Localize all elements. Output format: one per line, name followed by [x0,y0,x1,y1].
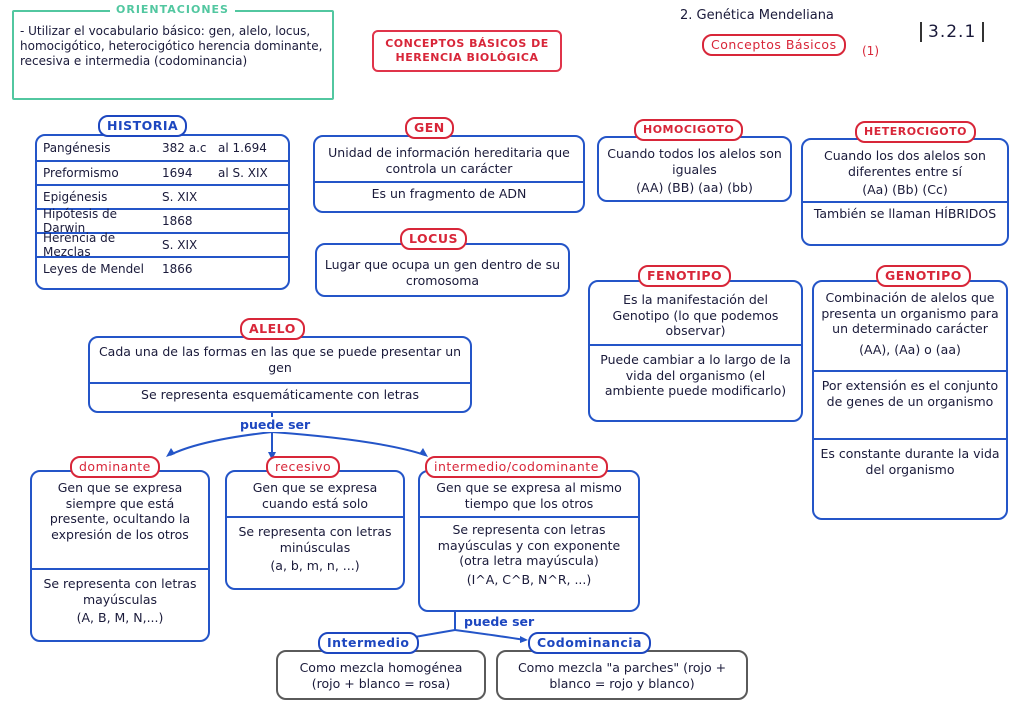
gen-box: Unidad de información hereditaria que co… [313,135,585,213]
historia-title: HISTORIA [98,115,188,137]
orientaciones-text: - Utilizar el vocabulario básico: gen, a… [20,24,323,68]
genotipo-extension: Por extensión es el conjunto de genes de… [814,369,1006,438]
locus-box: Lugar que ocupa un gen dentro de su crom… [315,243,570,297]
homocigoto-box: Cuando todos los alelos son iguales (AA)… [597,136,792,202]
main-title-box: CONCEPTOS BÁSICOS DE HERENCIA BIOLÓGICA [372,30,562,72]
heterocigoto-title: HETEROCIGOTO [855,121,976,143]
dominante-box: Gen que se expresa siempre que está pres… [30,470,210,642]
fenotipo-box: Es la manifestación del Genotipo (lo que… [588,280,803,422]
intermedio-title: Intermedio [318,632,419,654]
intermedio-codominante-examples: (I^A, C^B, N^R, ...) [466,571,592,587]
orientaciones-title: ORIENTACIONES [110,3,235,16]
historia-row-date: 1868 [162,214,193,228]
intermedio-codominante-title: intermedio/codominante [425,456,608,478]
dominante-examples: (A, B, M, N,...) [76,610,164,626]
genotipo-box: Combinación de alelos que presenta un or… [812,280,1008,520]
historia-row-date: S. XIX [162,238,198,252]
intermedio-codominante-definition: Gen que se expresa al mismo tiempo que l… [436,480,622,511]
codominancia-definition: Como mezcla "a parches" (rojo + blanco =… [517,660,727,691]
historia-row-date: S. XIX [162,190,198,204]
historia-row-date: 1866 [162,262,193,276]
alelo-title: ALELO [240,318,305,340]
intermedio-codominante-representation: Se representa con letras mayúsculas y co… [420,516,638,572]
codominancia-title: Codominancia [528,632,651,654]
genotipo-constant: Es constante durante la vida del organis… [814,437,1006,480]
dominante-title: dominante [70,456,160,478]
homocigoto-title: HOMOCIGOTO [634,119,744,141]
heterocigoto-examples: (Aa) (Bb) (Cc) [862,182,948,198]
heterocigoto-hibridos: También se llaman HÍBRIDOS [803,200,1007,225]
topic-label: 2. Genética Mendeliana [680,8,834,23]
dominante-representation: Se representa con letras mayúsculas [32,568,208,610]
intermedio-codominante-box: Gen que se expresa al mismo tiempo que l… [418,470,640,612]
intermedio-link-label: puede ser [460,614,539,629]
genotipo-title: GENOTIPO [876,265,971,287]
alelo-link-label: puede ser [236,417,315,432]
fenotipo-title: FENOTIPO [638,265,732,287]
heterocigoto-definition: Cuando los dos alelos son diferentes ent… [824,148,986,179]
codominancia-box: Como mezcla "a parches" (rojo + blanco =… [496,650,748,700]
alelo-definition: Cada una de las formas en las que se pue… [98,344,462,375]
fenotipo-definition: Es la manifestación del Genotipo (lo que… [612,292,779,339]
historia-row-name: Epigénesis [43,190,108,204]
gen-fragment: Es un fragmento de ADN [315,181,583,205]
subtopic-number: (1) [862,44,879,58]
historia-row: Preformismo 1694 al S. XIX [37,160,288,184]
fenotipo-change: Puede cambiar a lo largo de la vida del … [590,344,801,402]
historia-row-date-end: al 1.694 [218,141,267,155]
gen-definition: Unidad de información hereditaria que co… [328,145,570,176]
historia-row-name: Leyes de Mendel [43,262,144,276]
gen-title: GEN [405,117,454,139]
historia-row: Herencia de Mezclas S. XIX [37,231,288,259]
historia-row-name: Preformismo [43,166,119,180]
recesivo-title: recesivo [266,456,341,478]
intermedio-box: Como mezcla homogénea (rojo + blanco = r… [276,650,486,700]
genotipo-examples: (AA), (Aa) o (aa) [859,341,961,357]
heterocigoto-box: Cuando los dos alelos son diferentes ent… [801,138,1009,246]
recesivo-examples: (a, b, m, n, ...) [270,558,360,574]
historia-row: Leyes de Mendel 1866 [37,256,288,280]
main-title: CONCEPTOS BÁSICOS DE HERENCIA BIOLÓGICA [385,37,549,64]
homocigoto-examples: (AA) (BB) (aa) (bb) [636,180,753,196]
historia-row-date: 1694 [162,166,193,180]
historia-row: Pangénesis 382 a.c al 1.694 [37,136,288,160]
historia-row-name: Herencia de Mezclas [43,231,116,259]
historia-row: Epigénesis S. XIX [37,184,288,208]
code-label: 3.2.1 [920,22,985,42]
historia-row-name: Pangénesis [43,141,111,155]
locus-title: LOCUS [400,228,467,250]
recesivo-definition: Gen que se expresa cuando está solo [252,480,378,511]
recesivo-box: Gen que se expresa cuando está solo Se r… [225,470,405,590]
locus-definition: Lugar que ocupa un gen dentro de su crom… [324,257,561,288]
genotipo-definition: Combinación de alelos que presenta un or… [821,290,999,337]
recesivo-representation: Se representa con letras minúsculas [227,516,403,558]
historia-row-name: Hipótesis de Darwin [43,207,118,235]
historia-row: Hipótesis de Darwin 1868 [37,207,288,235]
subtopic-label: Conceptos Básicos [702,34,846,56]
intermedio-definition: Como mezcla homogénea (rojo + blanco = r… [299,660,463,691]
dominante-definition: Gen que se expresa siempre que está pres… [49,480,191,542]
historia-row-date: 382 a.c [162,141,207,155]
orientaciones-box: - Utilizar el vocabulario básico: gen, a… [12,10,334,100]
alelo-box: Cada una de las formas en las que se pue… [88,336,472,413]
historia-row-date-end: al S. XIX [218,166,268,180]
alelo-representation: Se representa esquemáticamente con letra… [90,382,470,406]
homocigoto-definition: Cuando todos los alelos son iguales [607,146,782,177]
